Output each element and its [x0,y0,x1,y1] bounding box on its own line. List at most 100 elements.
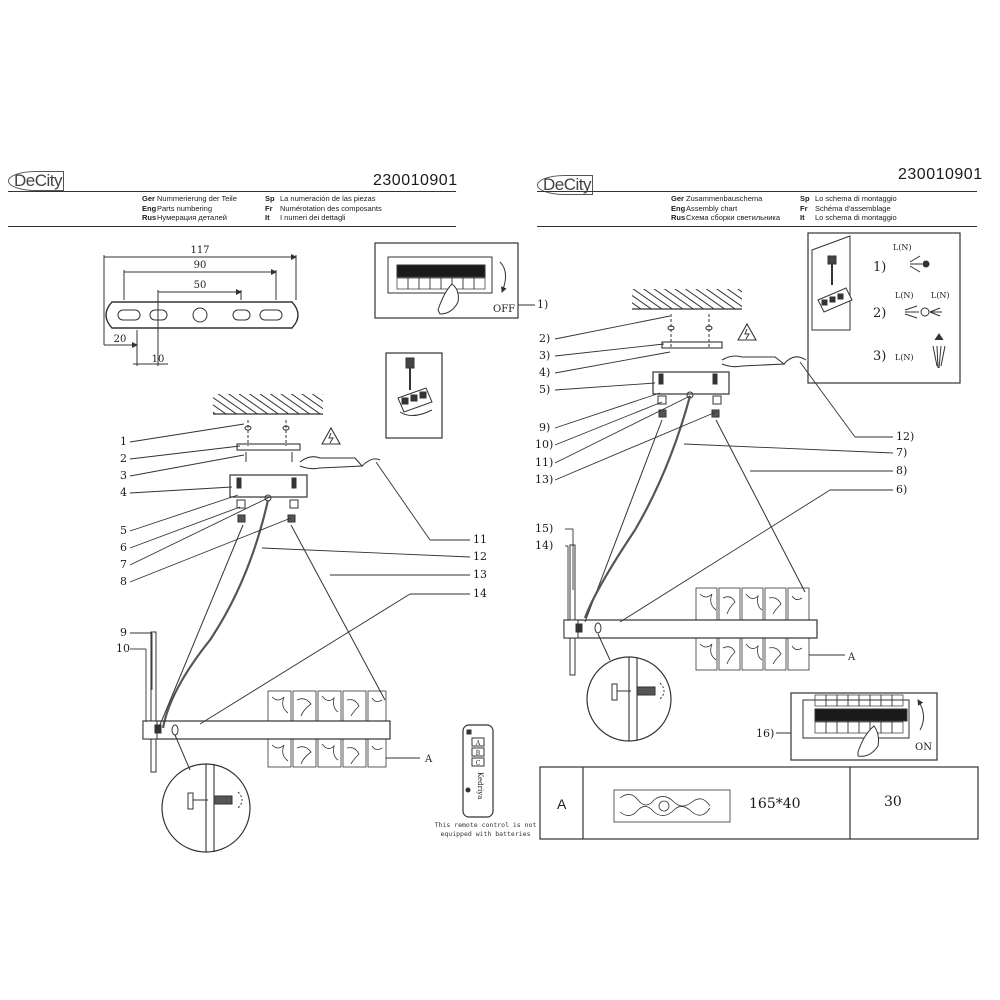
left-part-8: 8 [120,575,127,588]
wiring-step-1: 1) [873,260,886,275]
dim-20: 20 [114,334,127,345]
left-part-13: 13 [473,568,487,581]
right-part-2: 2) [539,332,551,345]
brand-text-left: DeCity [8,171,65,191]
wiring-inset [807,232,961,384]
left-lang-eng: EngParts numbering [142,203,213,213]
right-part-13: 13) [535,473,554,486]
left-callout-leaders [129,423,471,725]
wire-label-2a: L(N) [895,291,914,300]
warning-sign-left [321,426,341,445]
zoom-circle-right [586,633,672,742]
part-a-left: A [424,754,433,765]
left-part-11: 11 [473,533,487,546]
left-header-rule-bottom [8,226,456,227]
left-part-2: 2 [120,452,127,465]
left-part-12: 12 [473,550,487,563]
right-part-8: 8) [896,464,908,477]
right-part-7: 7) [896,446,908,459]
switch-off-inset [374,242,535,319]
zoom-circle-left [161,734,251,853]
right-lang-eng: EngAssembly chart [671,203,738,213]
remote-button-a: A [475,740,481,747]
remote-button-b: B [476,750,481,757]
left-part-9: 9 [120,626,127,639]
lamp-left [142,499,420,773]
wiring-step-2: 2) [873,306,886,321]
left-part-14: 14 [473,587,487,600]
ceiling-hatch-left [213,394,323,414]
switch-on-callout: 16) [756,727,774,740]
left-sheet-code: 230010901 [373,172,458,189]
remote-control [462,724,494,818]
lamp-right [563,395,845,676]
brand-logo-left: DeCity [8,171,65,191]
wiring-step-3: 3) [873,349,886,364]
right-lang-rus: RusСхема сборки светильника [671,213,781,223]
switch-on-label: ON [915,742,932,753]
bracket-dimension-drawing [103,254,299,366]
wire-label-2b: L(N) [931,291,950,300]
dim-117: 117 [190,245,209,256]
right-part-9: 9) [539,421,551,434]
dim-10: 10 [152,354,165,365]
left-part-4: 4 [120,486,127,499]
terminal-block-inset [385,352,443,439]
right-part-12: 12) [896,430,915,443]
right-header-rule-top [537,191,977,192]
right-part-11: 11) [535,456,554,469]
part-a-right: A [847,652,856,663]
switch-off-callout: 1) [537,298,548,311]
right-part-4: 4) [539,366,551,379]
wire-label-3: L(N) [895,353,914,362]
left-part-10: 10 [116,642,130,655]
right-header-rule-bottom [537,226,977,227]
right-part-14: 14) [535,539,554,552]
left-part-5: 5 [120,524,127,537]
table-cell-part: A [557,796,567,812]
mounting-bracket-shape [105,301,299,329]
canopy-left [229,420,381,523]
left-lang-rus: RusНумерация деталей [142,213,227,223]
dim-50: 50 [194,280,207,291]
remote-brand: Kedriya [476,772,484,799]
brand-text-right: DeCity [537,175,594,195]
left-part-6: 6 [120,541,127,554]
remote-note: This remote control is not equipped with… [434,821,537,838]
left-part-3: 3 [120,469,127,482]
right-sheet-code: 230010901 [898,166,983,183]
right-part-3: 3) [539,349,551,362]
warning-sign-right [737,322,757,341]
table-shade-thumbnail [613,789,731,823]
right-part-6: 6) [896,483,908,496]
spec-table [539,766,979,840]
remote-button-c: C [476,760,481,767]
dim-90: 90 [194,260,207,271]
right-callout-leaders [554,315,894,623]
right-part-5: 5) [539,383,551,396]
wire-label-1: L(N) [893,243,912,252]
switch-off-label: OFF [493,304,515,315]
left-part-7: 7 [120,558,127,571]
table-cell-size: 165*40 [749,796,801,812]
brand-logo-right: DeCity [537,175,594,195]
right-part-10: 10) [535,438,554,451]
right-part-15: 15) [535,522,554,535]
left-header-rule-top [8,191,456,192]
ceiling-hatch-right [632,289,742,309]
switch-on-inset [776,692,938,761]
table-cell-qty: 30 [884,794,902,810]
